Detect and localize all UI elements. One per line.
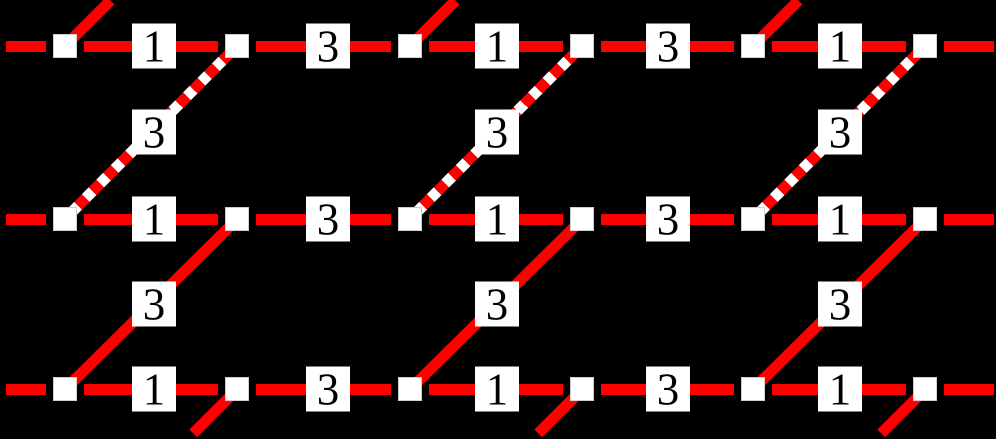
edge-weight-label: 3 [646, 366, 690, 413]
horizontal-edge [944, 40, 994, 52]
edge-weight-label: 3 [818, 281, 862, 328]
edge-weight-label: 3 [306, 366, 350, 413]
lattice-node [570, 377, 594, 401]
lattice-node [913, 207, 937, 231]
edge-weight-label: 3 [646, 23, 690, 70]
edge-weight-label: 1 [818, 196, 862, 243]
horizontal-edge [6, 383, 46, 395]
lattice-node [398, 207, 422, 231]
lattice-node [53, 207, 77, 231]
lattice-node [225, 34, 249, 58]
lattice-node [53, 377, 77, 401]
lattice-node [225, 207, 249, 231]
edge-weight-label: 1 [132, 196, 176, 243]
horizontal-edge [6, 40, 46, 52]
edge-weight-label: 3 [132, 281, 176, 328]
lattice-node [53, 34, 77, 58]
edge-weight-label: 3 [132, 109, 176, 156]
horizontal-edge [944, 383, 994, 395]
edge-weight-label: 1 [475, 366, 519, 413]
edge-weight-label: 3 [306, 196, 350, 243]
edge-weight-label: 1 [818, 366, 862, 413]
lattice-node [741, 34, 765, 58]
horizontal-edge [944, 213, 994, 225]
lattice-node [913, 34, 937, 58]
edge-weight-label: 3 [475, 281, 519, 328]
lattice-node [398, 377, 422, 401]
lattice-node [741, 377, 765, 401]
edge-weight-label: 1 [132, 366, 176, 413]
edge-weight-label: 3 [475, 109, 519, 156]
edge-weight-label: 3 [306, 23, 350, 70]
edge-weight-label: 1 [475, 196, 519, 243]
lattice-node [570, 207, 594, 231]
edge-weight-label: 1 [818, 23, 862, 70]
lattice-node [913, 377, 937, 401]
edge-weight-label: 3 [818, 109, 862, 156]
lattice-node [741, 207, 765, 231]
edge-weight-label: 3 [646, 196, 690, 243]
lattice-node [398, 34, 422, 58]
edge-weight-label: 1 [132, 23, 176, 70]
lattice-node [225, 377, 249, 401]
edge-weight-label: 1 [475, 23, 519, 70]
lattice-node [570, 34, 594, 58]
horizontal-edge [6, 213, 46, 225]
